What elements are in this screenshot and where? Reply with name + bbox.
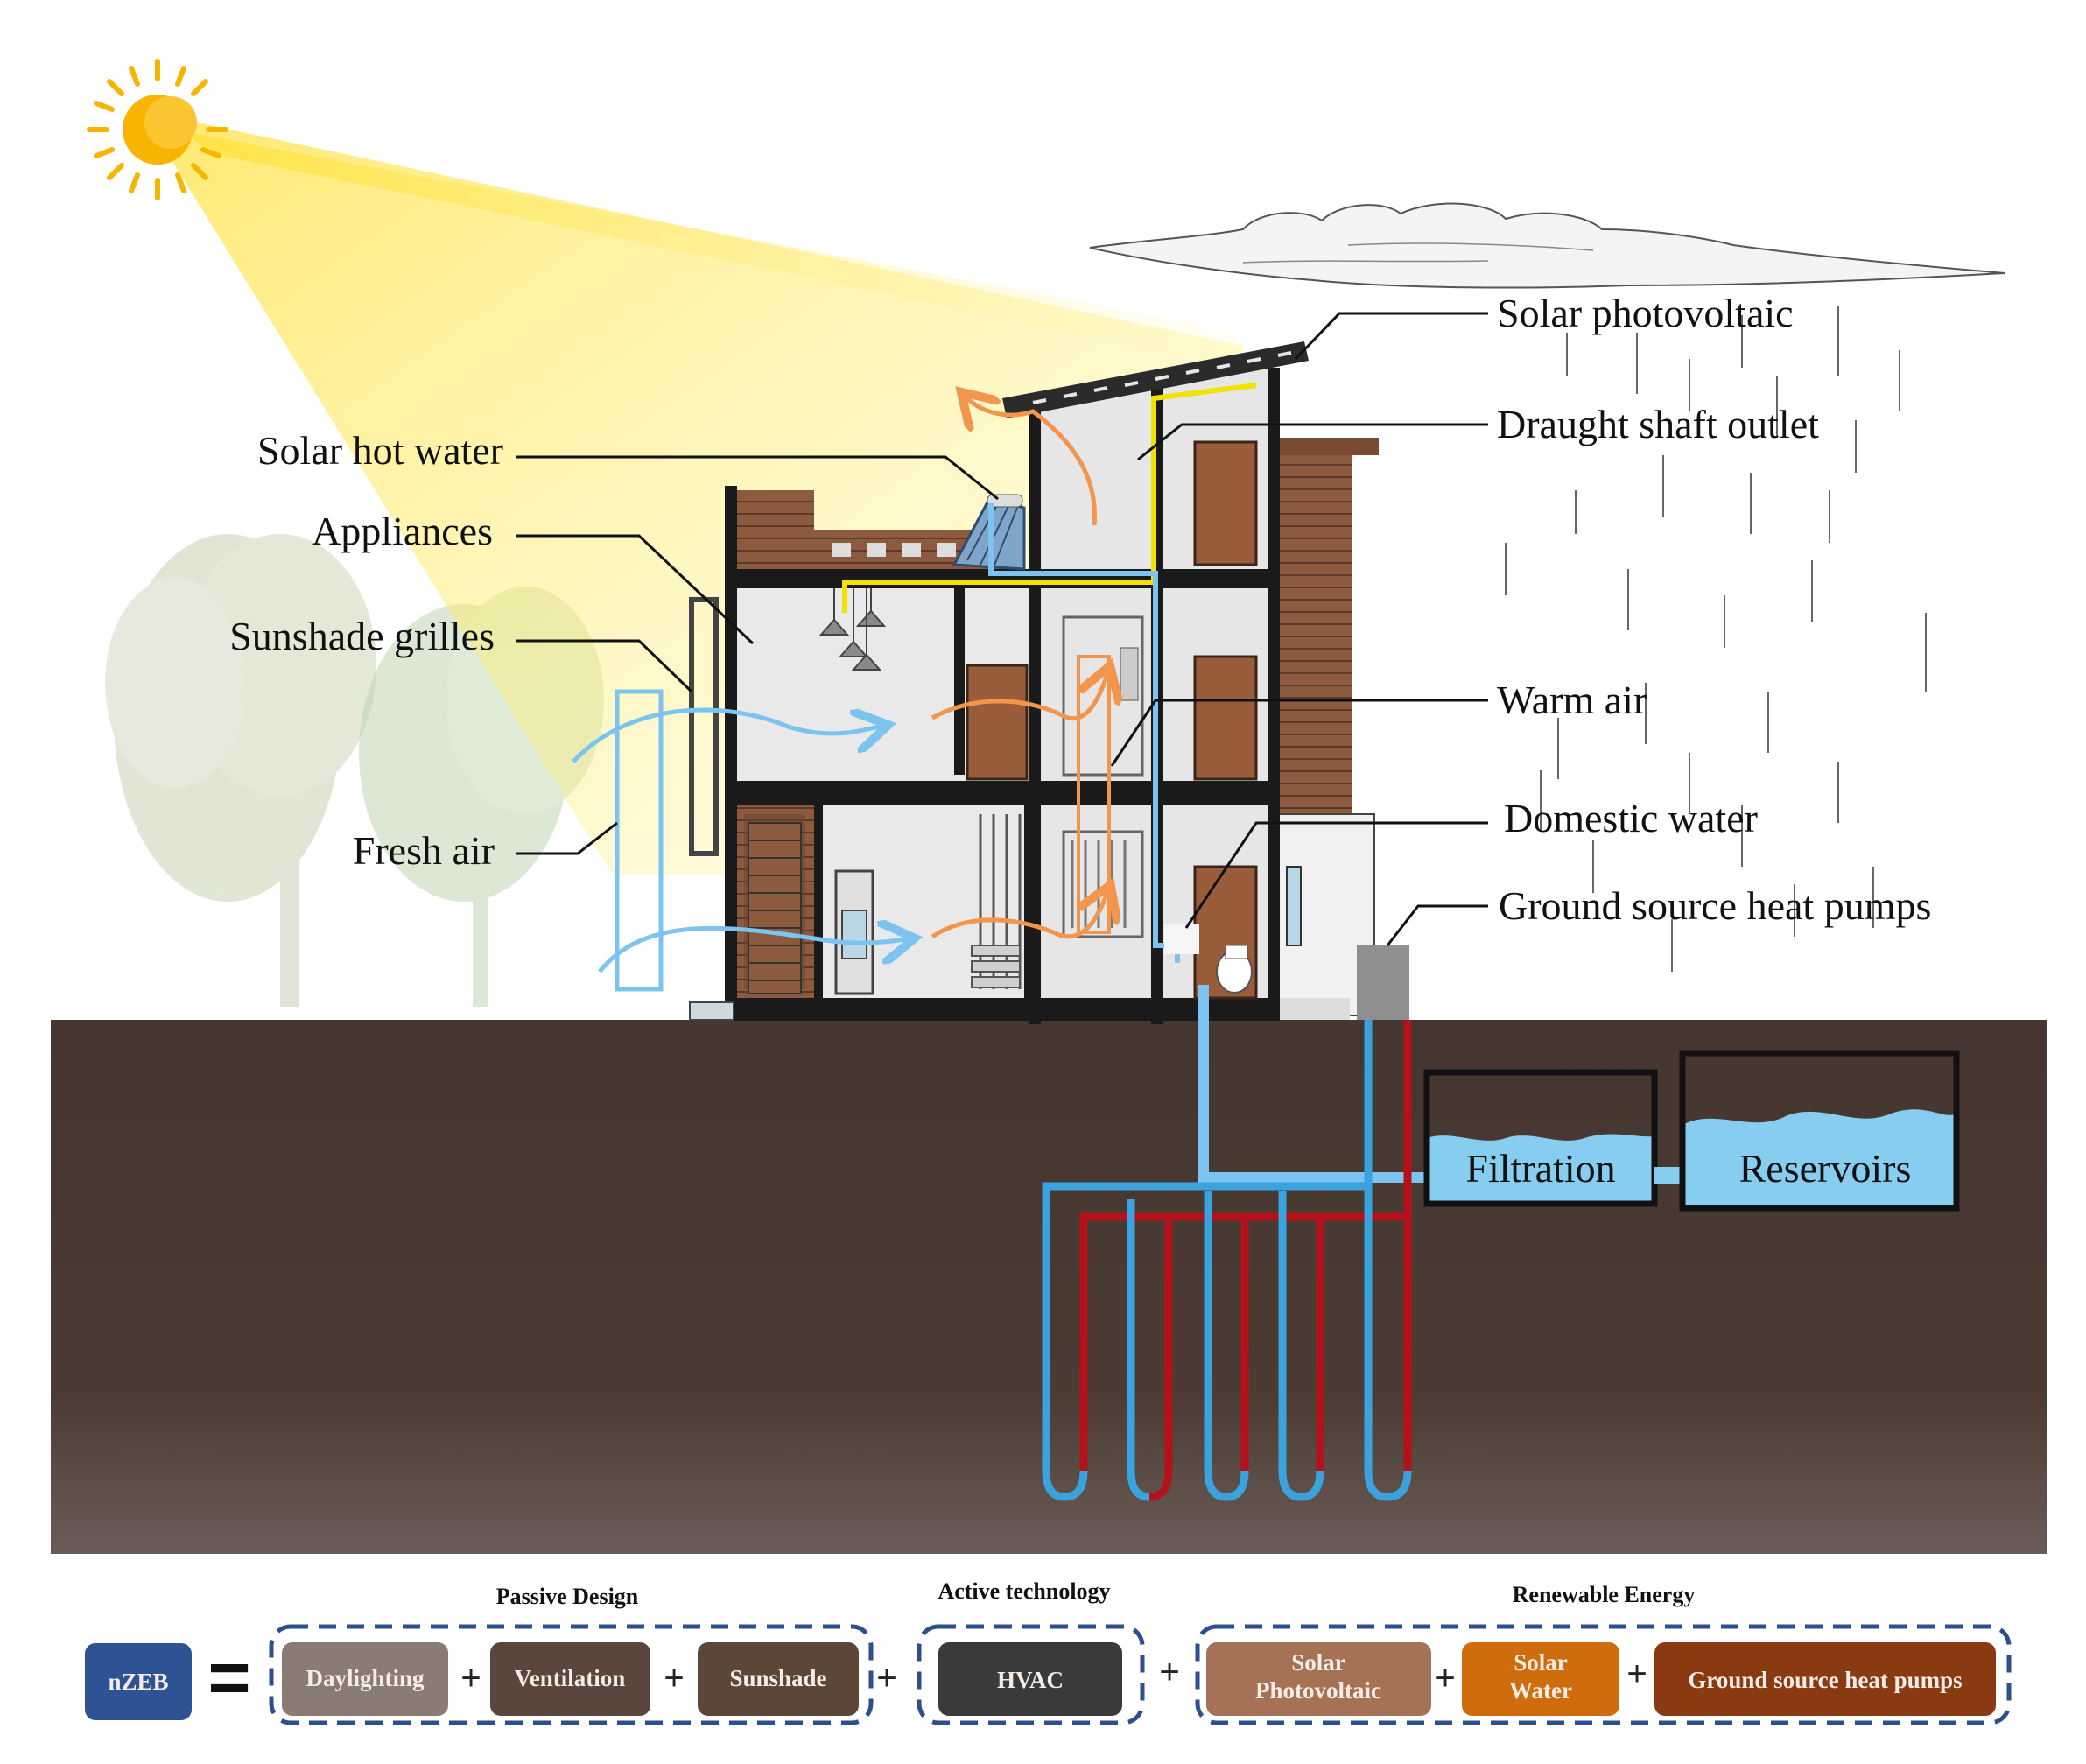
label-ground-source-heat-pumps: Ground source heat pumps	[1499, 883, 1931, 928]
sun-rays	[162, 123, 1243, 875]
filtration-tank	[1423, 1069, 1658, 1207]
label-solar-photovoltaic: Solar photovoltaic	[1497, 291, 1794, 335]
pv-panel	[1002, 341, 1309, 418]
plus-4: +	[1159, 1653, 1179, 1691]
heat-pump-unit	[1357, 945, 1409, 1020]
hvac-text: HVAC	[997, 1667, 1064, 1693]
warm-air-arrows	[931, 398, 1109, 939]
gshp-text: Ground source heat pumps	[1688, 1667, 1962, 1693]
group-title-passive: Passive Design	[496, 1584, 639, 1609]
fresh-air-arrows	[572, 689, 906, 992]
label-sunshade-grilles: Sunshade grilles	[229, 614, 495, 658]
nzeb-text: nZEB	[108, 1669, 168, 1695]
reservoir-tank	[1679, 1050, 1960, 1212]
sun-icon	[87, 59, 228, 200]
ventilation-box	[490, 1642, 650, 1716]
plus-5: +	[1435, 1659, 1455, 1697]
label-fresh-air: Fresh air	[353, 828, 495, 873]
solar-water-box	[1462, 1642, 1619, 1716]
label-solar-hot-water: Solar hot water	[257, 428, 503, 473]
plus-6: +	[1626, 1655, 1647, 1693]
gshp-box	[1654, 1642, 1996, 1716]
label-warm-air: Warm air	[1497, 678, 1647, 722]
sunshade-text: Sunshade	[729, 1665, 826, 1691]
sunshade-box	[698, 1642, 859, 1716]
pendant-lamps-icon	[818, 588, 887, 671]
nzeb-box	[85, 1643, 192, 1720]
tank-connector	[1654, 1167, 1681, 1184]
group-title-renewable: Renewable Energy	[1513, 1582, 1696, 1607]
group-frame-renewable	[1195, 1624, 2012, 1725]
daylighting-text: Daylighting	[306, 1665, 425, 1691]
label-filtration: Filtration	[1465, 1146, 1615, 1191]
nzeb-equation: Passive Design Active technology Renewab…	[85, 1578, 2012, 1725]
group-frame-active	[917, 1624, 1145, 1725]
group-frame-passive	[269, 1624, 874, 1725]
plus-3: +	[876, 1659, 896, 1697]
plus-1: +	[460, 1659, 481, 1697]
plus-2: +	[664, 1659, 684, 1697]
rain	[1505, 306, 1927, 972]
label-domestic-water: Domestic water	[1504, 796, 1758, 840]
equals-sign: =	[207, 1636, 250, 1718]
hvac-box	[938, 1642, 1122, 1716]
label-reservoirs: Reservoirs	[1739, 1146, 1912, 1191]
solar-pv-box	[1206, 1642, 1431, 1716]
label-draught-shaft-outlet: Draught shaft outlet	[1497, 402, 1819, 446]
daylighting-box	[282, 1642, 448, 1716]
cloud-icon	[1089, 202, 2005, 289]
ventilation-text: Ventilation	[515, 1665, 626, 1691]
leader-lines	[516, 312, 1488, 946]
ground-loop-pipes	[1042, 985, 1427, 1501]
tree-left	[105, 534, 376, 1007]
label-appliances: Appliances	[312, 509, 493, 553]
group-title-active: Active technology	[938, 1578, 1110, 1604]
